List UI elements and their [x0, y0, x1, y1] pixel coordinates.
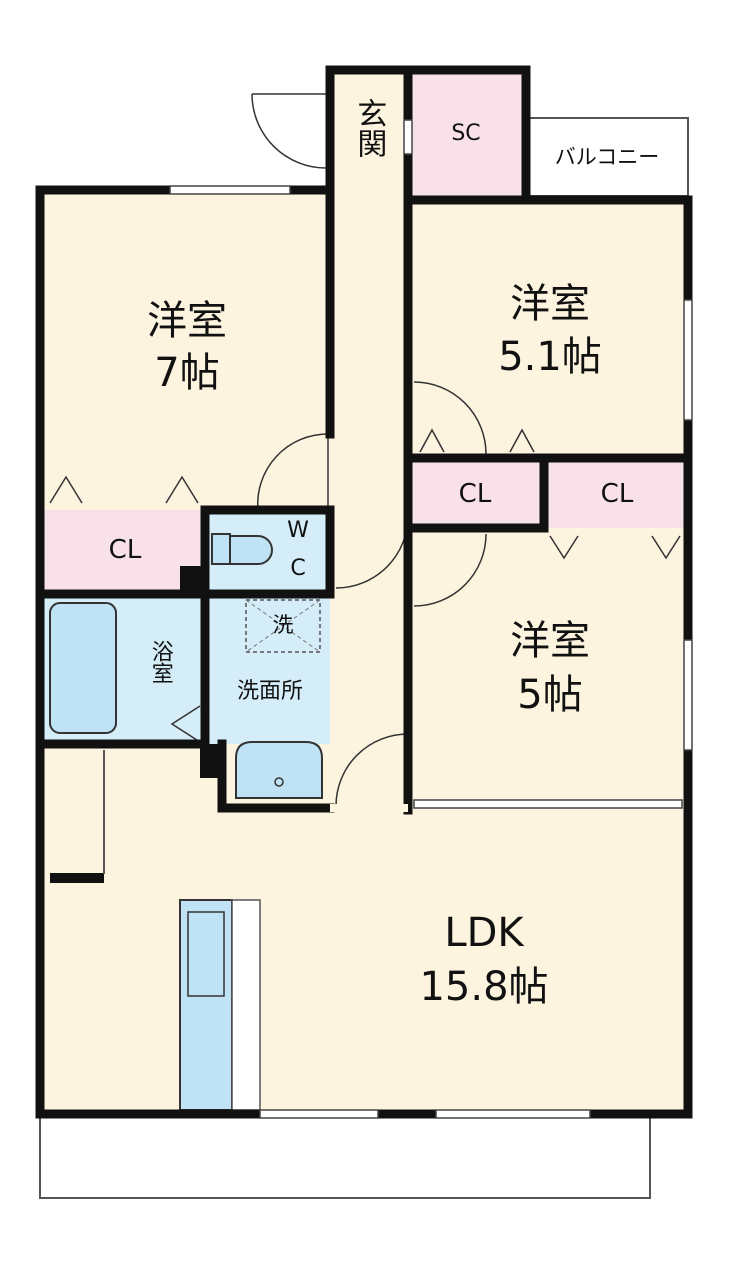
room-sc-label: SC — [451, 121, 481, 146]
floor-sc — [408, 70, 526, 200]
room-entrance-label: 玄関 — [351, 98, 387, 158]
floor-western-5-1 — [408, 200, 688, 458]
room-cl-right-label: CL — [600, 479, 634, 509]
balcony-top-outline — [525, 117, 689, 197]
room-washroom-label: 洗面所 — [236, 679, 303, 704]
room-western-5-1-name: 洋室 — [510, 281, 590, 327]
washer-label: 洗 — [272, 613, 294, 637]
toilet — [211, 533, 273, 565]
room-floors — [40, 70, 688, 1114]
fixtures — [49, 533, 323, 1111]
bathtub — [49, 602, 117, 734]
room-balcony-label: バルコニー — [554, 145, 660, 169]
windows — [169, 119, 693, 1119]
wash-basin — [235, 741, 323, 799]
room-wc-c-label: C — [290, 556, 306, 581]
room-ldk-size: 15.8帖 — [419, 964, 549, 1010]
floor-western-7 — [40, 190, 330, 510]
room-wc-w-label: W — [287, 518, 309, 543]
room-cl-left-label: CL — [108, 535, 142, 565]
room-western-5-size: 5帖 — [517, 672, 583, 718]
floor-ldk-upper — [330, 808, 688, 818]
closet-markers — [49, 428, 681, 743]
room-western-5-1-size: 5.1帖 — [498, 334, 602, 380]
floor-corridor — [330, 70, 408, 810]
floor-cl-right — [544, 458, 688, 528]
room-ldk-name: LDK — [444, 910, 524, 956]
balcony-bottom-outline — [39, 1113, 651, 1199]
room-western-7-name: 洋室 — [147, 298, 227, 344]
washer-pan — [245, 599, 321, 653]
floor-cl-left — [40, 510, 205, 594]
floor-cl-center — [408, 458, 544, 528]
room-western-7-size: 7帖 — [154, 350, 220, 396]
room-bath-label: 浴室 — [147, 640, 173, 684]
room-cl-center-label: CL — [458, 479, 492, 509]
door-swings — [251, 93, 487, 807]
room-western-5-name: 洋室 — [510, 618, 590, 664]
